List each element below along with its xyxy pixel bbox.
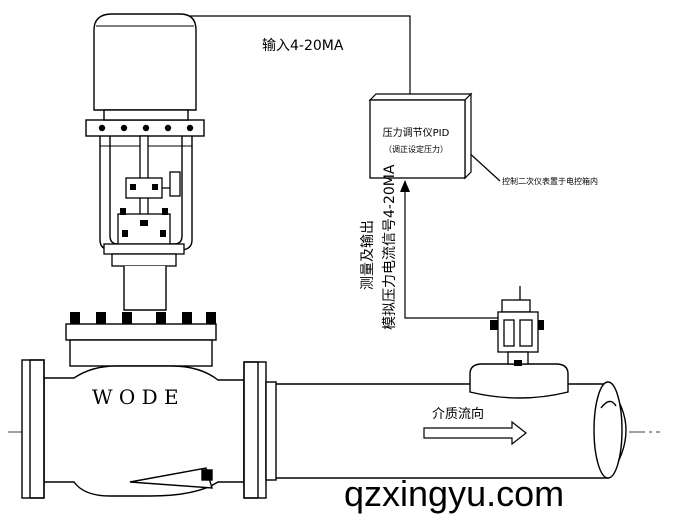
feedback-signal-wire	[404, 190, 512, 319]
feedback-label-line2: 模拟压力电流信号4-20MA	[382, 164, 398, 330]
body-flanges	[21, 359, 267, 499]
pressure-transmitter	[497, 286, 539, 365]
process-pipe	[265, 363, 627, 481]
controller-box-front	[369, 99, 466, 179]
control-note: 控制二次仪表置于电控箱内	[502, 176, 598, 186]
input-signal-label: 输入4-20MA	[262, 38, 344, 54]
gland-block	[117, 213, 171, 245]
electric-actuator	[85, 13, 205, 137]
pipe-saddle	[469, 363, 569, 399]
control-note-leader	[465, 149, 501, 182]
actuator-bolts	[98, 124, 194, 132]
bonnet-neck	[123, 266, 167, 311]
bonnet-bolts	[70, 312, 216, 324]
controller-subtitle: （调正设定压力）	[384, 144, 448, 154]
controller-box-side	[464, 92, 472, 180]
actuator-neck	[103, 109, 189, 121]
stem-nuts	[120, 184, 168, 237]
valve-stem-assembly	[103, 135, 185, 267]
valve-body	[43, 365, 245, 497]
controller-box-top	[368, 93, 473, 101]
feedback-arrow-head	[400, 180, 410, 192]
pipe-flange	[265, 381, 277, 481]
flow-label: 介质流向	[432, 406, 484, 422]
bonnet-flange	[65, 323, 217, 367]
flow-direction-arrow	[423, 420, 527, 446]
controller-title: 压力调节仪PID	[383, 126, 450, 139]
transmitter-details	[490, 320, 544, 366]
pid-controller-box	[368, 92, 473, 180]
watermark: qzxingyu.com	[344, 473, 564, 514]
pipe-opening	[593, 381, 623, 479]
feedback-label-line1: 测量及输出	[360, 220, 376, 290]
input-signal-wire	[190, 15, 411, 102]
valve-brand: W O D E	[92, 385, 179, 409]
position-indicator	[169, 171, 181, 197]
actuator-cylinder	[93, 13, 197, 111]
signal-wiring	[190, 15, 512, 319]
